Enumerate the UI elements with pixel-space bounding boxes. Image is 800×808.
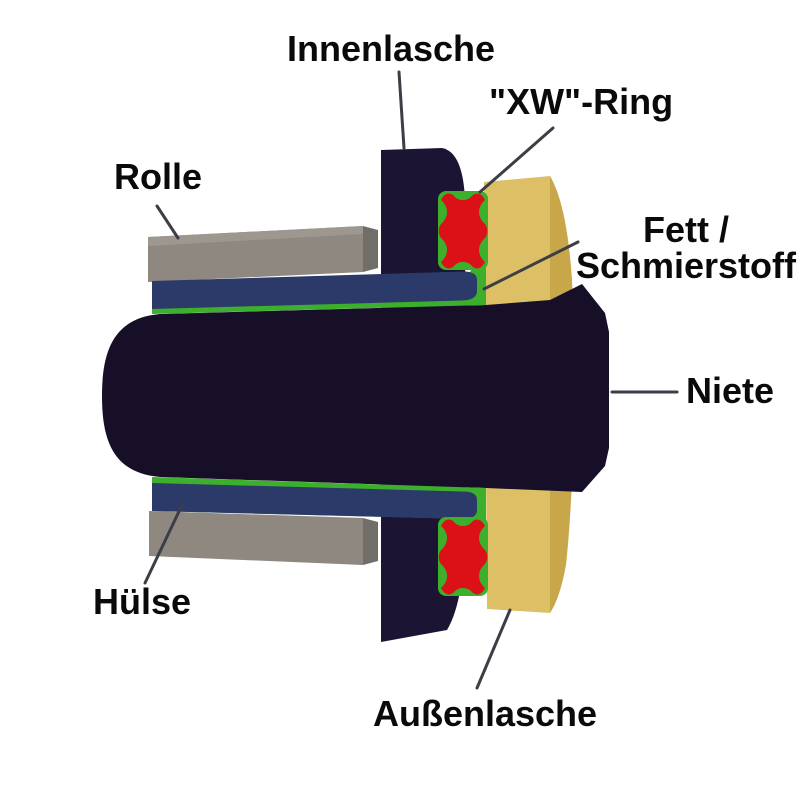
leader-line-huelse [143,501,185,585]
label-aussenlasche: Außenlasche [373,693,598,734]
bushing-bottom [152,483,477,519]
leader-line-innenlasche [397,70,406,150]
xw-ring-top [438,193,488,269]
pin-shape [102,284,609,492]
roller-top-bevel [363,226,378,272]
roller-top-highlight [148,226,363,246]
label-fett-line2: Schmierstoff [575,245,797,286]
label-rolle: Rolle [114,156,203,197]
label-innenlasche: Innenlasche [287,28,496,69]
leader-line-rolle [155,204,180,240]
leader-line-aussenlasche [475,608,512,690]
bushing-top [152,271,477,309]
xw-ring-bottom [438,519,488,595]
label-xw-ring: "XW"-Ring [489,81,674,122]
label-fett-line1: Fett / [643,209,729,250]
roller-bottom-bevel [363,518,378,565]
label-niete: Niete [686,370,775,411]
label-huelse: Hülse [93,581,192,622]
leader-line-fett [482,240,580,291]
label-fett-schmierstoff: Fett / Schmierstoff [570,212,800,284]
roller-bottom-face [149,511,363,565]
leader-lines [143,70,679,690]
leader-line-xw-ring [478,126,555,194]
